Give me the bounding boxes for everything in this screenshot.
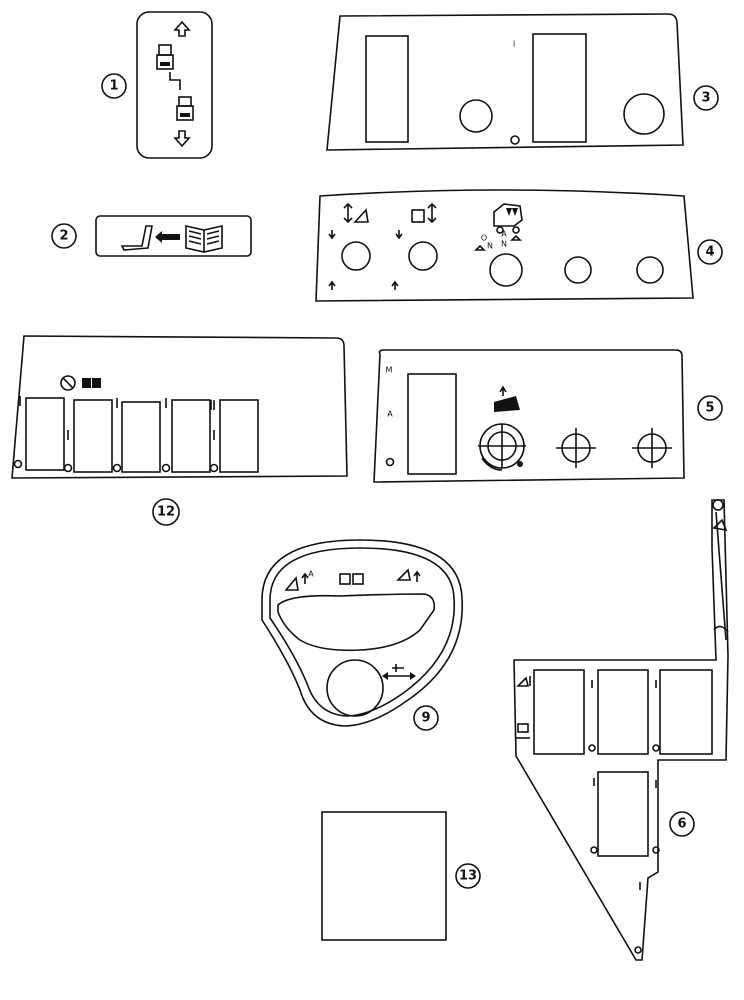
panel4-mode-n2: N (501, 240, 507, 249)
decal-5-mode-panel: M A (373, 349, 685, 483)
callout-5-label: 5 (705, 401, 714, 416)
switch-index-marks (591, 680, 657, 890)
callout-5: 5 (697, 395, 723, 421)
callout-9: 9 (413, 705, 439, 731)
panel5-mode-o (385, 457, 395, 467)
seat-up-icon (156, 44, 174, 70)
decal-6-side-console (513, 499, 729, 961)
decal-3-dash-panel: I (326, 13, 684, 151)
panel9-mode-a: A (308, 570, 314, 579)
double-arrow-icon (382, 664, 416, 680)
warning-light-icon (712, 499, 724, 511)
ride-control-switch (478, 423, 526, 471)
callout-6-label: 6 (677, 817, 686, 832)
mode-selector-symbols: O N A N (474, 230, 522, 251)
parking-brake-icon (60, 375, 101, 391)
callout-13: 13 (455, 863, 481, 889)
arrow-up-icon (328, 280, 336, 290)
seat-icon (120, 225, 153, 251)
panel3-mark: I (513, 40, 515, 49)
panel4-mode-o: O (481, 234, 487, 243)
seat-down-icon (176, 96, 194, 121)
crosshair-switch (556, 428, 596, 468)
bucket-level-icon (396, 568, 421, 582)
callout-3: 3 (693, 85, 719, 111)
decal-13-blank-sheet (321, 811, 447, 941)
callout-12-label: 12 (157, 505, 175, 520)
callout-4-label: 4 (705, 245, 714, 260)
callout-3-label: 3 (701, 91, 710, 106)
callout-1-label: 1 (109, 79, 118, 94)
horn-icon (516, 723, 530, 739)
panel5-mode-a: A (387, 410, 393, 419)
arrow-left-icon (155, 231, 180, 243)
decal-2-read-manual (95, 215, 252, 257)
boom-float-icon (284, 572, 309, 591)
arrow-up-icon (391, 280, 399, 290)
crosshair-switch (632, 428, 672, 468)
callout-13-label: 13 (459, 869, 477, 884)
bucket-float-icon (339, 573, 364, 585)
callout-4: 4 (697, 239, 723, 265)
arrow-up-icon (173, 20, 191, 37)
callout-12: 12 (152, 498, 180, 526)
ride-control-icon (494, 385, 520, 412)
lift-icon (516, 676, 531, 687)
callout-2: 2 (51, 223, 77, 249)
decal-9-steering-shroud: A (261, 539, 464, 727)
panel5-mode-m: M (386, 366, 393, 375)
decal-1-seat-adjust (136, 11, 213, 159)
decal-4-loader-panel: O N A N (315, 189, 694, 302)
panel4-mode-n: N (487, 242, 493, 251)
loader-lock-icon (712, 518, 728, 532)
panel4-mode-a: A (501, 230, 507, 239)
boom-float-icon (343, 202, 369, 224)
bucket-float-icon (411, 202, 437, 224)
decal-12-switch-panel (11, 335, 348, 479)
callout-2-label: 2 (59, 229, 68, 244)
steering-column-hole (326, 659, 384, 717)
seat-outline-icon (713, 625, 729, 633)
manual-book-icon (185, 225, 223, 253)
arrow-down-icon (395, 230, 403, 240)
callout-6: 6 (669, 811, 695, 837)
adjust-path-icon (169, 72, 181, 90)
arrow-down-icon (173, 130, 191, 148)
arrow-down-icon (328, 230, 336, 240)
callout-1: 1 (101, 73, 127, 99)
callout-9-label: 9 (421, 711, 430, 726)
loader-machine-icon (493, 203, 523, 234)
